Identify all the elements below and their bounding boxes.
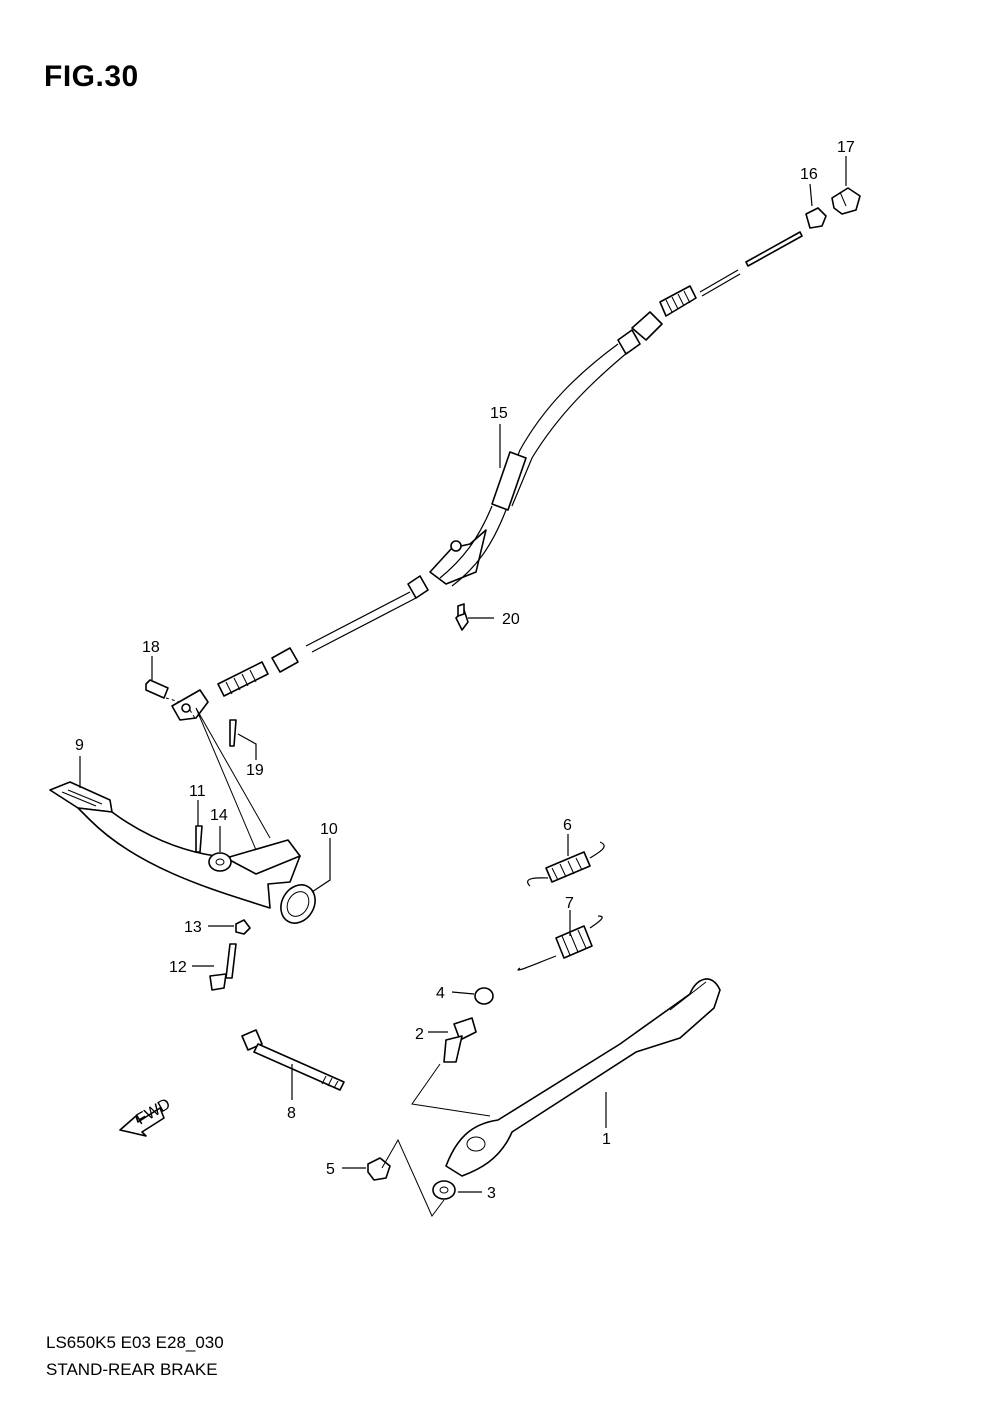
callout-6: 6 [563,817,572,834]
callout-7: 7 [565,895,574,912]
figure-title: FIG.30 [44,60,139,93]
part-19-cotter-pin[interactable] [229,719,237,747]
part-2-pivot-bolt[interactable] [443,1017,477,1063]
callout-19: 19 [246,762,264,779]
callout-1: 1 [602,1131,611,1148]
callout-18: 18 [142,639,160,656]
callout-14: 14 [210,807,228,824]
part-8-long-bolt[interactable] [241,1029,345,1091]
part-20-bolt[interactable] [455,603,469,631]
part-7-spring[interactable] [517,915,603,971]
part-5-nut[interactable] [367,1157,391,1181]
part-14-washer[interactable] [208,852,232,872]
assembly-guide-lines [165,697,491,1217]
part-16-adjuster-nut[interactable] [805,207,827,229]
part-9-brake-pedal[interactable] [49,781,301,909]
part-13-nut[interactable] [235,919,251,935]
callout-labels: 1 2 3 4 5 6 7 8 9 10 11 12 13 14 15 16 1… [75,139,855,1202]
part-17-cable-end-cap[interactable] [831,187,861,215]
part-12-bolt[interactable] [209,943,237,991]
leader-lines [79,156,847,1193]
part-6-spring[interactable] [527,841,605,887]
callout-2: 2 [415,1026,424,1043]
callout-11: 11 [189,783,206,800]
part-15-brake-cable[interactable] [171,231,803,721]
part-1-side-stand[interactable] [445,978,721,1177]
callout-8: 8 [287,1105,296,1122]
callout-20: 20 [502,611,520,628]
callout-13: 13 [184,919,202,936]
diagram-name: STAND-REAR BRAKE [46,1360,218,1379]
diagram-code: LS650K5 E03 E28_030 [46,1333,224,1352]
part-10-pivot-bushing[interactable] [274,879,322,930]
callout-15: 15 [490,405,508,422]
part-3-washer[interactable] [432,1180,456,1200]
callout-16: 16 [800,166,818,183]
fwd-arrow-icon: FWD [119,1096,174,1137]
callout-12: 12 [169,959,187,976]
part-18-clevis-pin[interactable] [145,679,169,699]
callout-3: 3 [487,1185,496,1202]
part-4-cap[interactable] [474,987,494,1005]
part-11-cotter-pin[interactable] [195,825,203,853]
callout-5: 5 [326,1161,335,1178]
callout-4: 4 [436,985,445,1002]
callout-9: 9 [75,737,84,754]
callout-17: 17 [837,139,855,156]
callout-10: 10 [320,821,338,838]
